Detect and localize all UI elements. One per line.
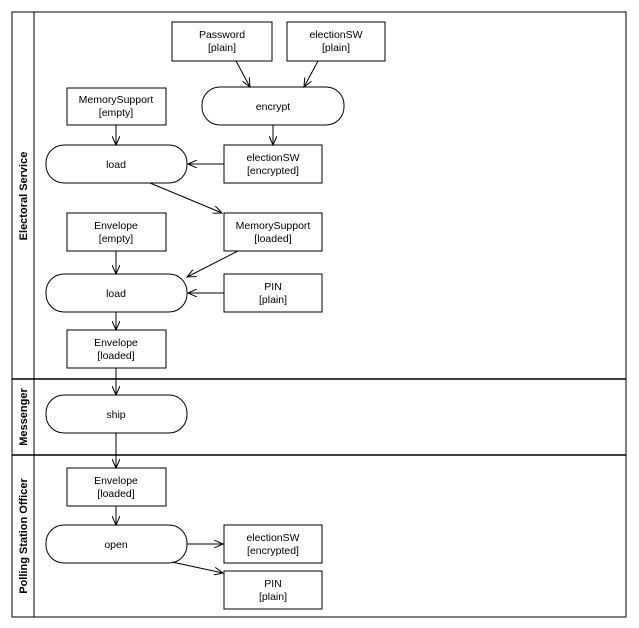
object-label-state: [empty] <box>99 107 134 119</box>
object-label-name: MemorySupport <box>236 220 311 232</box>
object-label-name: electionSW <box>309 29 362 41</box>
object-envelope-loaded: Envelope [loaded] <box>66 329 167 369</box>
action-label: encrypt <box>256 101 291 113</box>
object-label-state: [encrypted] <box>247 165 299 177</box>
object-label-name: MemorySupport <box>79 94 154 106</box>
object-electionsw-encrypted-output: electionSW [encrypted] <box>223 524 323 564</box>
object-electionsw-encrypted: electionSW [encrypted] <box>223 144 323 184</box>
flow-memory-loaded-to-load <box>187 250 239 277</box>
object-label-name: Envelope <box>94 220 138 232</box>
object-label-state: [loaded] <box>97 350 134 362</box>
object-label-state: [loaded] <box>97 488 134 500</box>
object-label-name: Password <box>199 29 245 41</box>
flow-electionsw-to-encrypt <box>304 60 319 87</box>
object-label-name: Envelope <box>94 475 138 487</box>
object-label-state: [plain] <box>208 42 236 54</box>
lane-label-electoral-service: Electoral Service <box>18 152 30 241</box>
object-label-name: PIN <box>264 281 282 293</box>
object-password-plain: Password [plain] <box>171 21 273 62</box>
object-pin-plain-output: PIN [plain] <box>223 570 323 610</box>
action-encrypt: encrypt <box>201 86 345 126</box>
action-label: load <box>106 288 126 300</box>
flow-open-to-pin-plain <box>171 561 223 573</box>
action-label: open <box>104 539 128 551</box>
action-load-memory: load <box>45 144 188 184</box>
object-memorysupport-empty: MemorySupport [empty] <box>66 87 167 126</box>
object-label-name: Envelope <box>94 337 138 349</box>
object-label-name: electionSW <box>246 532 299 544</box>
object-envelope-loaded-officer: Envelope [loaded] <box>66 467 167 507</box>
swimlane-frame <box>11 11 627 618</box>
object-label-name: electionSW <box>246 152 299 164</box>
object-label-state: [plain] <box>259 591 287 603</box>
object-label-name: PIN <box>264 578 282 590</box>
object-label-state: [encrypted] <box>247 545 299 557</box>
object-label-state: [empty] <box>99 233 134 245</box>
action-label: load <box>106 159 126 171</box>
object-envelope-empty: Envelope [empty] <box>66 212 167 252</box>
action-open: open <box>45 524 188 564</box>
object-pin-plain: PIN [plain] <box>223 273 323 313</box>
lane-label-messenger: Messenger <box>18 388 30 446</box>
object-label-state: [plain] <box>259 294 287 306</box>
lane-label-polling-station-officer: Polling Station Officer <box>18 478 30 594</box>
flow-load-to-memory-loaded <box>149 182 222 213</box>
object-label-state: [plain] <box>322 42 350 54</box>
object-electionsw-plain: electionSW [plain] <box>286 21 386 62</box>
action-label: ship <box>106 409 125 421</box>
object-memorysupport-loaded: MemorySupport [loaded] <box>223 212 323 252</box>
action-load-envelope: load <box>45 273 188 313</box>
object-label-state: [loaded] <box>254 233 291 245</box>
flow-password-to-encrypt <box>235 60 250 87</box>
action-ship: ship <box>45 394 188 434</box>
flow-arrows <box>116 60 319 573</box>
